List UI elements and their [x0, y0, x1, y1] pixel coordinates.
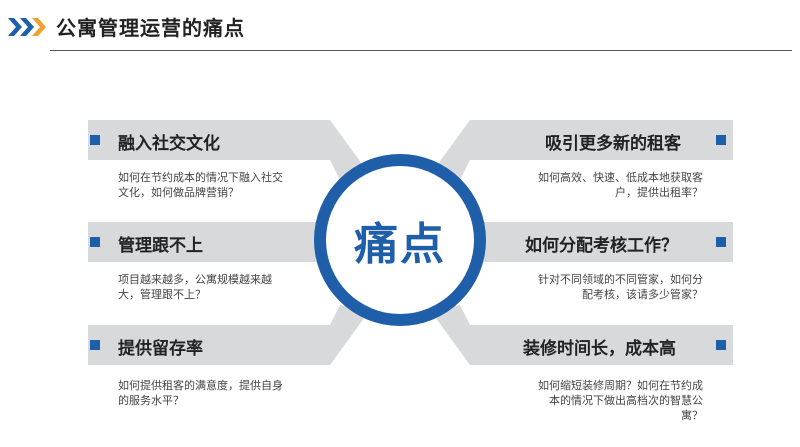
page-title: 公寓管理运营的痛点: [56, 16, 245, 40]
item-title-management: 管理跟不上: [118, 236, 203, 256]
double-chevron-right-icon: [8, 18, 46, 36]
item-desc-social: 如何在节约成本的情况下融入社交文化，如何做品牌营销？: [118, 171, 283, 199]
bullet-square: [90, 340, 100, 350]
header: 公寓管理运营的痛点: [0, 0, 800, 56]
item-desc-assessment: 针对不同领域的不同管家，如何分配考核，该请多少管家？: [538, 273, 703, 301]
band-right-3: [430, 305, 733, 365]
item-desc-management: 项目越来越多，公寓规模越来越大，管理跟不上？: [118, 273, 272, 301]
band-left-2: [88, 222, 340, 262]
band-right-2: [460, 222, 733, 262]
band-left-3: [88, 305, 370, 365]
item-title-assessment: 如何分配考核工作？: [525, 236, 678, 256]
item-title-renovation: 装修时间长，成本高: [523, 339, 676, 359]
bullet-square: [716, 237, 726, 247]
band-right-1: [430, 120, 733, 180]
bullet-square: [716, 135, 726, 145]
band-left-1: [88, 120, 370, 180]
title-divider: [50, 50, 792, 51]
bullet-square: [90, 135, 100, 145]
center-disc: [326, 166, 474, 314]
center-label: 痛点: [354, 219, 446, 270]
bullet-square: [90, 237, 100, 247]
item-desc-renovation: 如何缩短装修周期？如何在节约成本的情况下做出高档次的智慧公寓？: [538, 379, 703, 422]
item-desc-new-tenants: 如何高效、快速、低成本地获取客户，提供出租率？: [538, 171, 703, 199]
item-title-new-tenants: 吸引更多新的租客: [545, 134, 681, 154]
bullet-square: [716, 340, 726, 350]
item-desc-retention: 如何提供租客的满意度，提供自身的服务水平？: [118, 379, 283, 407]
item-title-social: 融入社交文化: [118, 134, 220, 154]
item-title-retention: 提供留存率: [118, 339, 203, 359]
